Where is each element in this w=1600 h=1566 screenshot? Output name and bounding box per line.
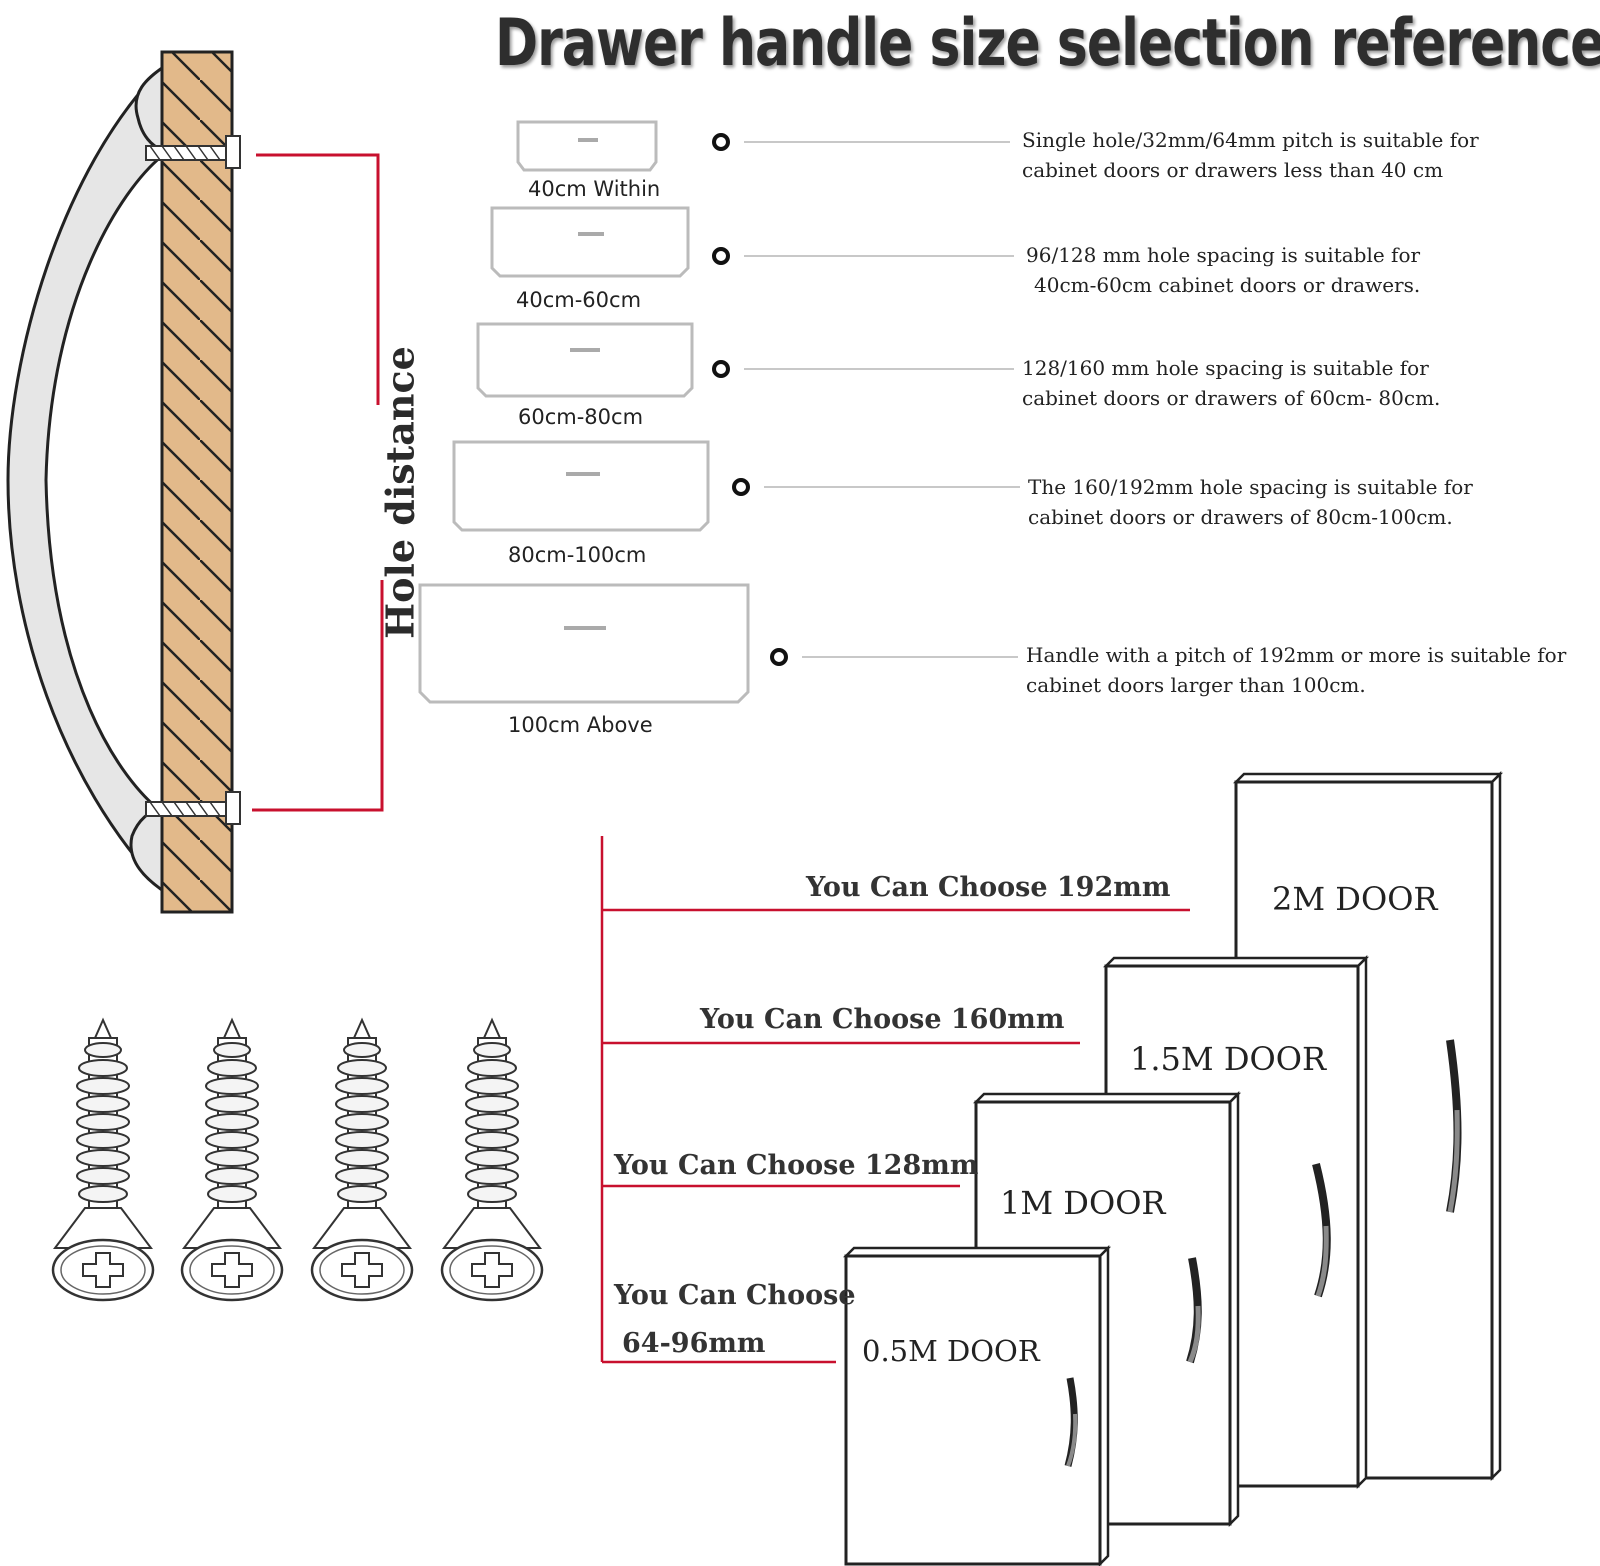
tier-desc-4: The 160/192mm hole spacing is suitable f… <box>1028 475 1473 529</box>
hole-distance-label: Hole distance <box>377 346 423 639</box>
bullet-ring-1 <box>712 133 730 151</box>
choice-192mm: You Can Choose 192mm <box>806 872 1171 903</box>
door-label-1m: 1M DOOR <box>1000 1184 1166 1222</box>
choice-64-96mm-value: 64-96mm <box>622 1328 766 1359</box>
page-title: Drawer handle size selection reference <box>495 6 1600 81</box>
tier-desc-1: Single hole/32mm/64mm pitch is suitable … <box>1022 128 1479 182</box>
door-label-2m: 2M DOOR <box>1272 880 1438 918</box>
door-guide-lines <box>600 836 1190 1364</box>
tier-desc-5: Handle with a pitch of 192mm or more is … <box>1026 643 1567 697</box>
choice-128mm: You Can Choose 128mm <box>614 1150 979 1181</box>
screw-icon <box>51 1018 544 1302</box>
drawer-tier-2 <box>490 206 690 278</box>
wood-board <box>160 50 234 914</box>
choice-64-96mm: You Can Choose <box>614 1280 856 1311</box>
board-screw-top <box>145 135 241 169</box>
drawer-tier-5 <box>418 583 750 704</box>
tier-label-5: 100cm Above <box>508 713 653 737</box>
bullet-ring-5 <box>770 648 788 666</box>
board-screw-bottom <box>145 791 241 825</box>
hole-distance-bracket <box>252 153 384 812</box>
tier-label-2: 40cm-60cm <box>516 288 642 312</box>
bullet-ring-3 <box>712 360 730 378</box>
door-label-0-5m: 0.5M DOOR <box>862 1334 1040 1368</box>
handle-icon <box>6 64 164 893</box>
door-label-1-5m: 1.5M DOOR <box>1130 1040 1327 1078</box>
choice-160mm: You Can Choose 160mm <box>700 1004 1065 1035</box>
drawer-tier-1 <box>516 120 658 172</box>
drawer-tier-4 <box>452 440 710 532</box>
bullet-ring-4 <box>732 478 750 496</box>
drawer-tier-3 <box>476 322 694 398</box>
tier-label-3: 60cm-80cm <box>518 405 644 429</box>
bullet-ring-2 <box>712 247 730 265</box>
tier-label-4: 80cm-100cm <box>508 543 647 567</box>
tier-label-1: 40cm Within <box>528 177 661 201</box>
door-0-5m <box>842 1244 1112 1566</box>
